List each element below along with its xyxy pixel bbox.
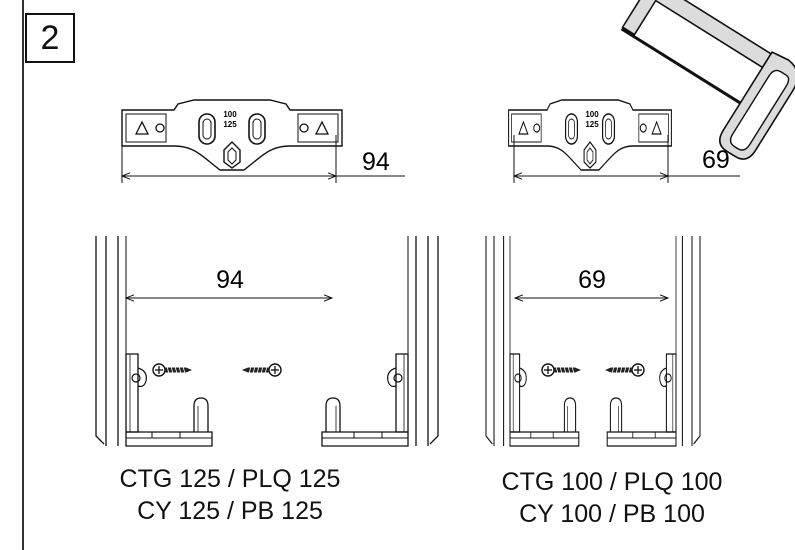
- bracket-marking-top: 100: [223, 110, 237, 119]
- bracket-dimension-left-value: 94: [362, 148, 390, 176]
- bracket-dimension-left: 94: [120, 135, 405, 183]
- caption-right-line1: CTG 100 / PLQ 100: [501, 468, 723, 496]
- bracket-dimension-right: 69: [512, 135, 740, 183]
- mounting-bracket-icon-left: 100 125: [121, 99, 343, 171]
- step-number: 2: [40, 19, 60, 57]
- caption-right: CTG 100 / PLQ 100 CY 100 / PB 100: [452, 466, 772, 530]
- bracket-marking-top: 100: [585, 110, 599, 119]
- screw-icon: [604, 363, 645, 377]
- inner-dimension-left: 94: [124, 266, 334, 302]
- inner-dimension-left-value: 94: [216, 266, 244, 294]
- screw-icon: [152, 363, 193, 377]
- caption-left: CTG 125 / PLQ 125 CY 125 / PB 125: [70, 463, 390, 527]
- page-margin-rule: [22, 0, 24, 550]
- step-number-box: 2: [25, 13, 75, 63]
- installed-profile-left: [95, 235, 439, 447]
- caption-right-line2: CY 100 / PB 100: [519, 500, 705, 528]
- screw-icon: [541, 363, 582, 377]
- inner-dimension-right-value: 69: [578, 266, 606, 294]
- inner-dimension-right: 69: [513, 266, 670, 302]
- bracket-marking-bottom: 125: [585, 120, 599, 129]
- mounting-bracket-icon-right: 100 125: [507, 99, 673, 171]
- bracket-marking-bottom: 125: [223, 120, 237, 129]
- caption-left-line2: CY 125 / PB 125: [137, 497, 323, 525]
- caption-left-line1: CTG 125 / PLQ 125: [119, 465, 341, 493]
- screw-icon: [241, 363, 282, 377]
